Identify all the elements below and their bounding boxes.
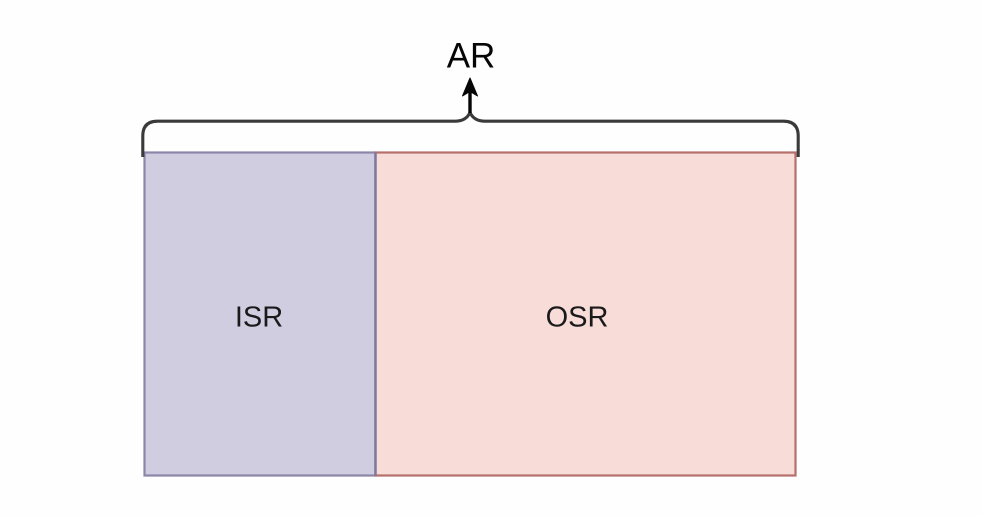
region-label-isr: ISR: [235, 302, 283, 334]
region-label-osr: OSR: [546, 302, 609, 334]
bracket-path: [141, 110, 800, 157]
region-group-isr[interactable]: ISR: [143, 151, 377, 477]
region-rect-isr[interactable]: [143, 151, 377, 477]
region-rect-osr[interactable]: [374, 151, 797, 477]
arrow-label-ar: AR: [447, 36, 496, 75]
arrow-head-icon: [462, 77, 478, 97]
region-group-osr[interactable]: OSR: [374, 151, 797, 477]
